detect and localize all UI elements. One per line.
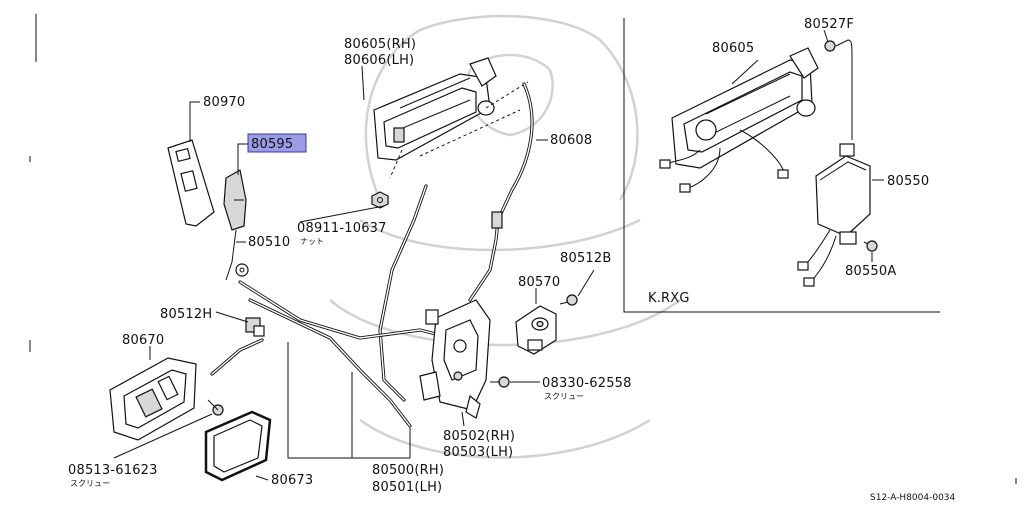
label-80502-rh: 80502(RH) (443, 429, 515, 444)
inset-handle-80605 (659, 47, 819, 193)
leader-inset-80605 (731, 59, 759, 85)
label-08513: 08513-61623 (68, 463, 158, 478)
dash-80605-rod (419, 109, 521, 157)
leader-08513 (113, 413, 213, 459)
label-80500-rh: 80500(RH) (372, 463, 444, 478)
leader-80512b (577, 269, 595, 297)
bracket-80500 (287, 342, 410, 459)
bracket-80570 (515, 305, 557, 355)
bezel-80970 (167, 139, 215, 227)
label-80512b: 80512B (560, 251, 611, 266)
label-80550a: 80550A (845, 264, 896, 279)
label-80512h: 80512H (160, 307, 212, 322)
outside-handle-80605 (373, 57, 497, 161)
dash-80605-top (485, 81, 529, 109)
clip-80512 (235, 263, 249, 277)
label-80527f: 80527F (804, 17, 854, 32)
inset-module-80550 (797, 143, 871, 287)
label-screw-b: スクリュー (70, 479, 110, 488)
label-08911: 08911-10637 (297, 221, 387, 236)
rod-assembly-80500 (210, 184, 438, 428)
label-screw-a: スクリュー (544, 392, 584, 401)
leader-80527f (823, 29, 829, 43)
label-nut: ナット (300, 237, 324, 246)
label-inset-80605: 80605 (712, 41, 754, 56)
leader-80605 (361, 65, 365, 101)
label-80670: 80670 (122, 333, 164, 348)
label-80605-rh: 80605(RH) (344, 37, 416, 52)
label-80503-lh: 80503(LH) (443, 445, 513, 460)
leader-80595 (237, 143, 248, 175)
inset-title: K.RXG (648, 291, 690, 306)
leader-80502 (461, 411, 465, 427)
label-80595: 80595 (251, 137, 293, 152)
rod-80608 (468, 82, 534, 302)
label-80550: 80550 (887, 174, 929, 189)
latch-80502 (419, 299, 491, 419)
label-80570: 80570 (518, 275, 560, 290)
leader-80512h (215, 311, 249, 323)
diagram-code: S12-A-H8004-0034 (870, 493, 956, 503)
label-80510: 80510 (248, 235, 290, 250)
label-80608: 80608 (550, 133, 592, 148)
label-08330: 08330-62558 (542, 376, 632, 391)
leader-80970 (189, 101, 200, 142)
leader-08911 (299, 205, 385, 223)
inset-screw-80550a (863, 240, 878, 252)
clip-80512h (245, 317, 265, 337)
label-80673: 80673 (271, 473, 313, 488)
screw-08513 (207, 399, 224, 416)
highlight-80595 (247, 133, 307, 153)
inset-bolt-80527f (824, 39, 853, 140)
label-80501-lh: 80501(LH) (372, 480, 442, 495)
inside-handle-80670 (109, 357, 197, 441)
escutcheon-80673 (204, 410, 272, 482)
screw-08330 (490, 376, 510, 388)
screw-80512b (559, 294, 578, 306)
dash-80605-nut (389, 149, 403, 179)
leader-80673 (255, 475, 269, 481)
label-80606-lh: 80606(LH) (344, 53, 414, 68)
nut-08911 (371, 191, 389, 209)
label-80970: 80970 (203, 95, 245, 110)
inset-border (623, 18, 940, 313)
knob-80595 (223, 169, 247, 231)
rod-80510 (225, 229, 237, 281)
